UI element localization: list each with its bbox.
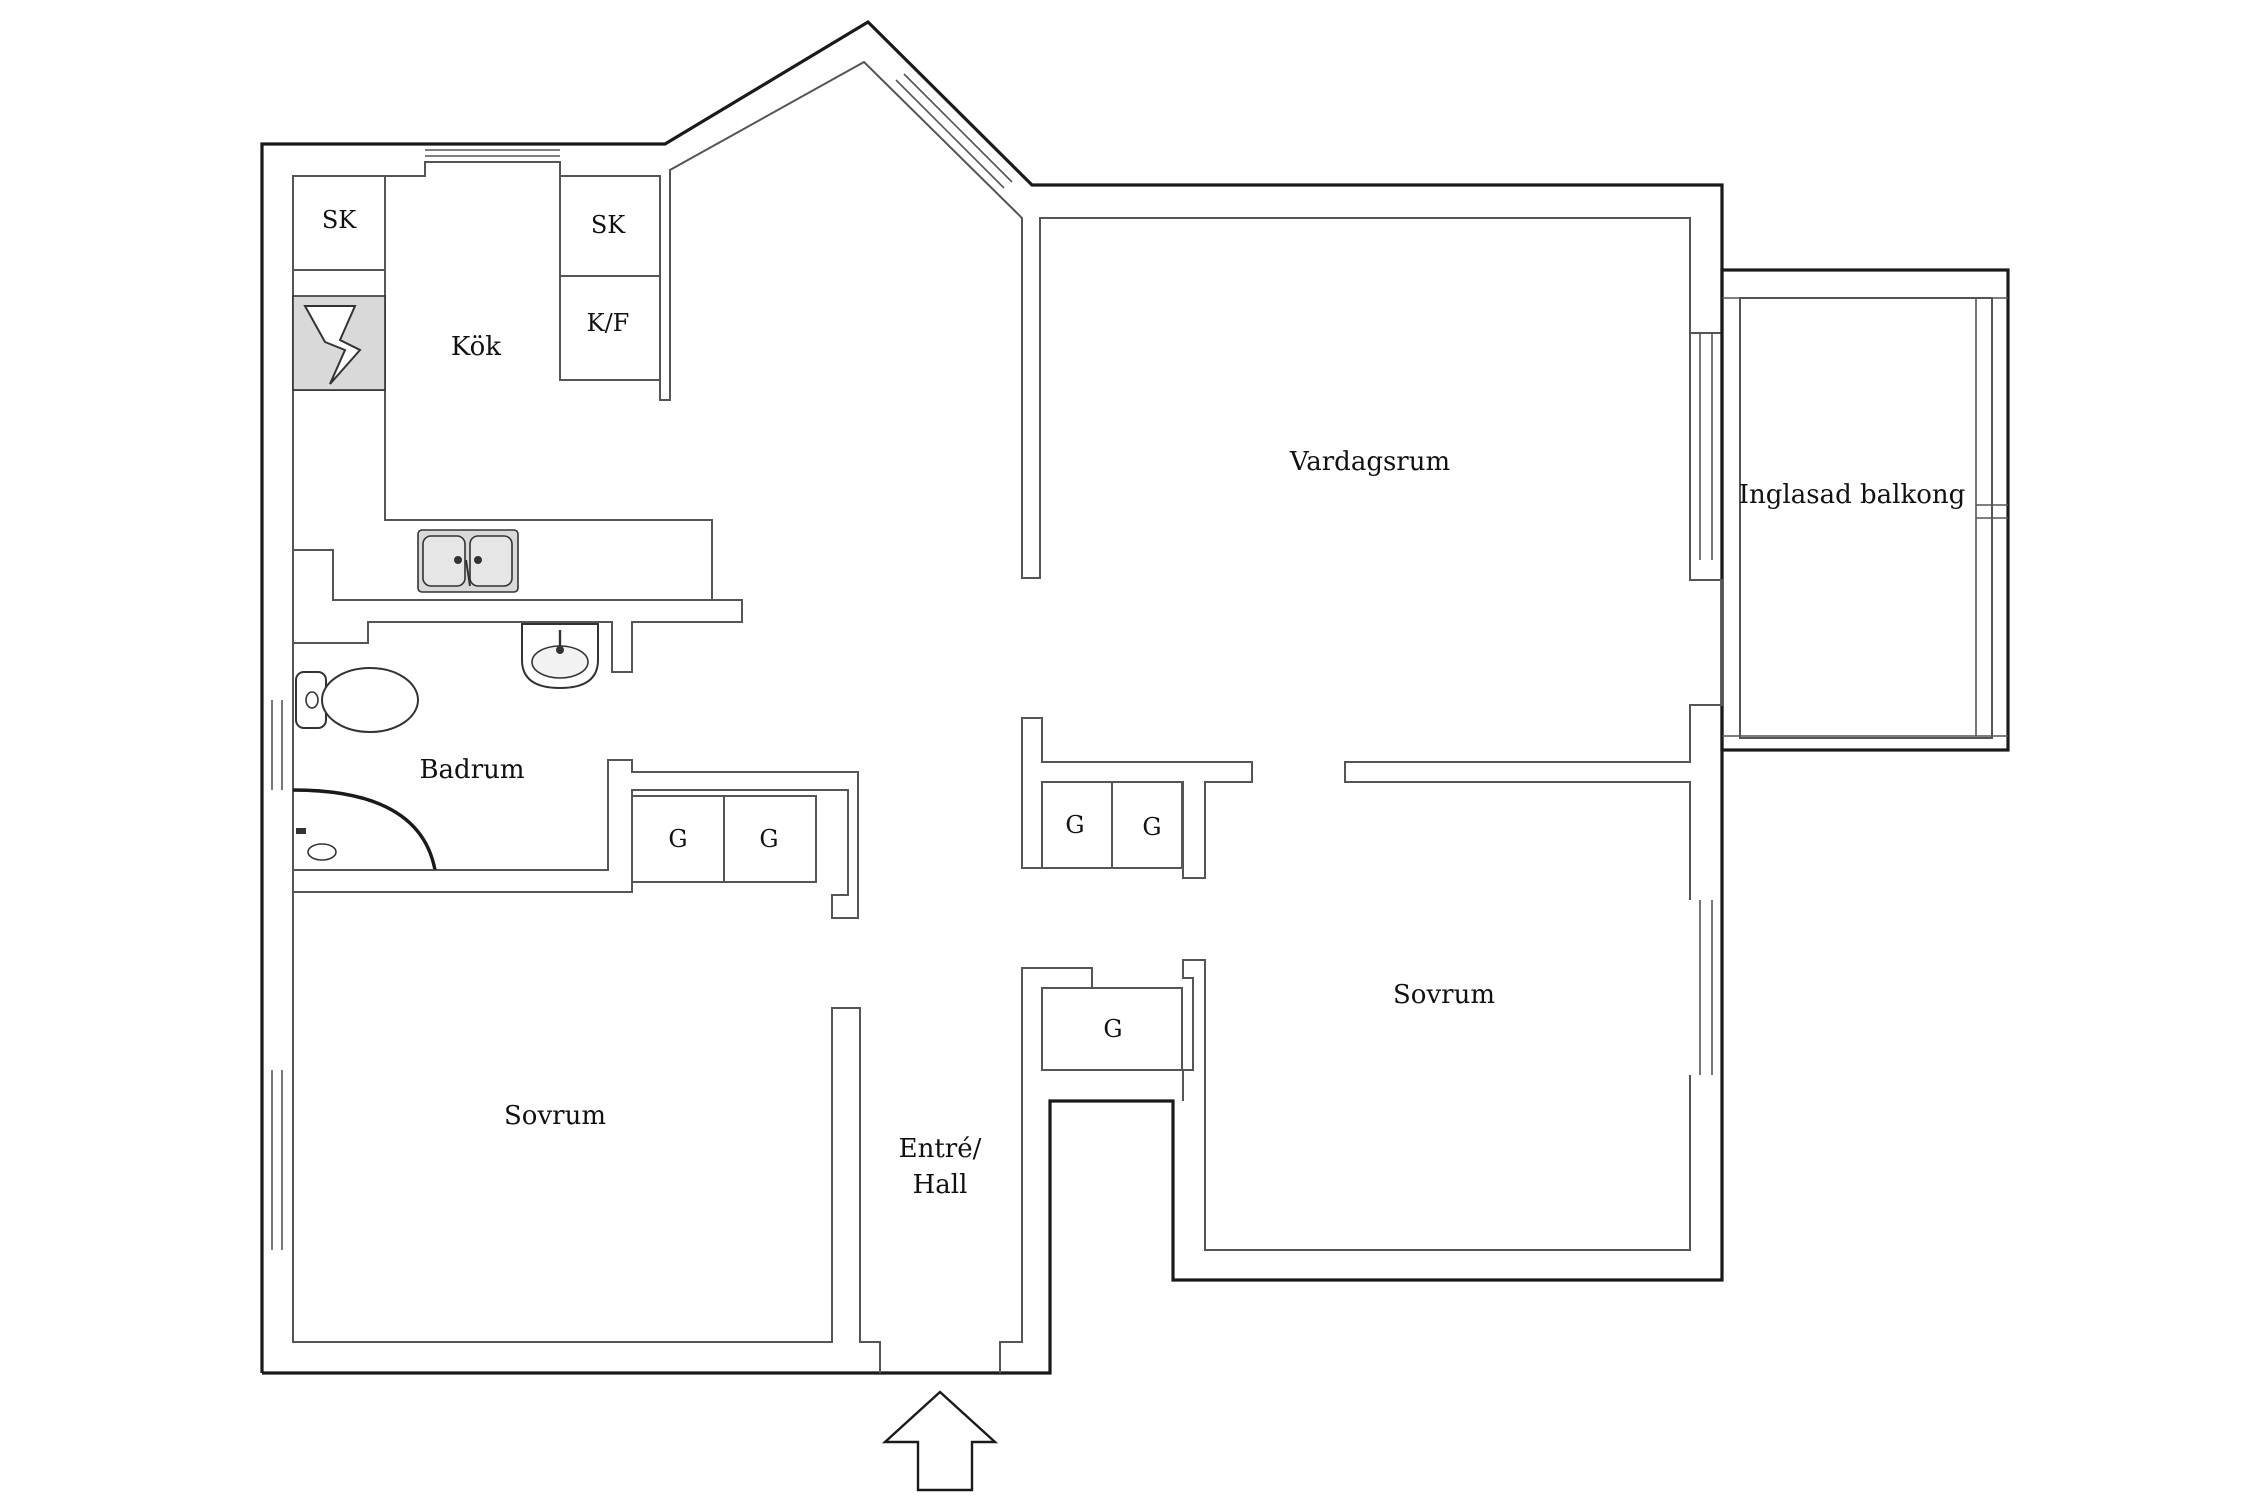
fixture-label-g1: G [668, 825, 687, 853]
angled-window [895, 73, 1013, 189]
outer-walls [260, 19, 1724, 1375]
washbasin-icon [521, 623, 599, 690]
room-label-sovrum-left: Sovrum [504, 1101, 606, 1131]
room-label-badrum: Badrum [419, 755, 524, 785]
entrance-arrow-icon [881, 1390, 999, 1492]
room-label-entre-line1: Entré/ [899, 1134, 982, 1164]
left-windows [271, 700, 283, 1250]
fixture-label-sk2: SK [591, 211, 626, 239]
fixture-label-kf: K/F [587, 309, 630, 337]
room-label-sovrum-right: Sovrum [1393, 980, 1495, 1010]
room-label-entre-line2: Hall [913, 1170, 968, 1200]
balcony [1720, 268, 2010, 752]
fixture-label-g5: G [1103, 1015, 1122, 1043]
sink-icon [417, 529, 519, 593]
kitchen-window [425, 149, 560, 157]
shower-icon [292, 788, 437, 871]
fixture-label-sk1: SK [322, 206, 357, 234]
wardrobes [631, 781, 1183, 1071]
room-label-balkong: Inglasad balkong [1739, 480, 1965, 510]
stove-icon [292, 295, 386, 391]
room-label-vardagsrum: Vardagsrum [1289, 447, 1450, 477]
living-room-walls [1021, 217, 1723, 1251]
room-label-kok: Kök [451, 332, 501, 362]
fixture-label-g4: G [1142, 813, 1161, 841]
toilet-icon [295, 667, 419, 733]
fixture-label-g3: G [1065, 811, 1084, 839]
fixture-label-g2: G [759, 825, 778, 853]
kitchen-cabinets [292, 175, 713, 600]
